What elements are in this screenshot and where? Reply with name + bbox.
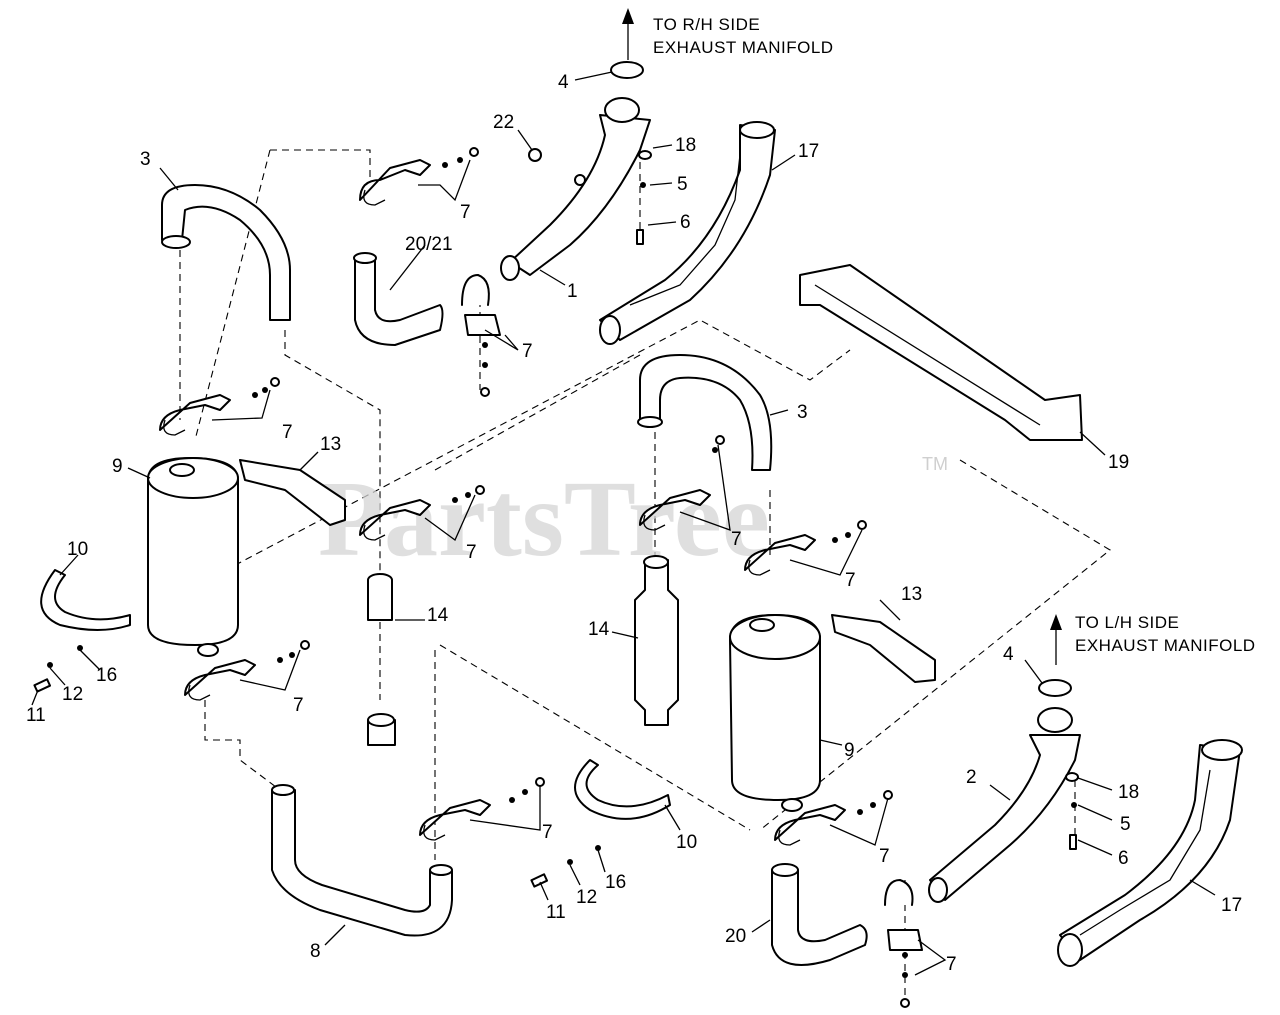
rh-manifold-arrow — [622, 8, 634, 60]
muffler-9-left — [147, 457, 239, 657]
callout-4: 4 — [558, 72, 569, 93]
callout-7: 7 — [522, 341, 533, 362]
gasket-lh — [1038, 679, 1072, 697]
callout-16: 16 — [96, 665, 117, 686]
callout-9: 9 — [844, 740, 855, 761]
callout-20-21: 20/21 — [405, 234, 453, 255]
callout-labels: 4 22 18 5 6 17 3 7 20/21 1 7 7 9 13 19 3… — [26, 72, 1242, 975]
callout-6: 6 — [680, 212, 691, 233]
pipe-14-left — [367, 573, 396, 746]
pipe-20 — [771, 869, 868, 966]
exhaust-pipe-2 — [928, 707, 1081, 903]
callout-17: 17 — [798, 141, 819, 162]
callout-5: 5 — [677, 174, 688, 195]
lh-manifold-note-line2: EXHAUST MANIFOLD — [1075, 636, 1256, 655]
exhaust-pipe-1 — [500, 97, 651, 281]
elbow-3-left-end — [161, 235, 191, 249]
bracket-13-right — [831, 614, 936, 683]
pipe-20-21-end — [353, 252, 377, 264]
callout-7: 7 — [731, 529, 742, 550]
callout-3: 3 — [797, 402, 808, 423]
pipe-8-end-a — [271, 784, 295, 796]
callout-12: 12 — [62, 684, 83, 705]
callout-13: 13 — [320, 434, 341, 455]
callout-1: 1 — [567, 281, 578, 302]
lh-manifold-note-line1: TO L/H SIDE — [1075, 613, 1179, 632]
callout-13: 13 — [901, 584, 922, 605]
callout-14: 14 — [427, 605, 449, 626]
callout-18: 18 — [1118, 782, 1139, 803]
callout-17: 17 — [1221, 895, 1242, 916]
strap-10-right — [574, 759, 671, 820]
callout-18: 18 — [675, 135, 696, 156]
u-bolt-clamps — [159, 159, 923, 951]
elbow-3-right-end — [637, 416, 663, 428]
strap-10-left — [40, 569, 131, 631]
callout-11: 11 — [546, 902, 566, 923]
callout-8: 8 — [310, 941, 321, 962]
watermark-text: PartsTree — [318, 460, 770, 579]
callout-22: 22 — [493, 112, 514, 133]
callout-20: 20 — [725, 926, 746, 947]
callout-11: 11 — [26, 705, 46, 726]
callout-2: 2 — [966, 767, 977, 788]
callout-6: 6 — [1118, 848, 1129, 869]
pipe-8 — [271, 789, 453, 937]
callout-10: 10 — [676, 832, 697, 853]
watermark-tm: TM — [922, 454, 948, 474]
callout-7: 7 — [293, 695, 304, 716]
bracket-13-left — [239, 459, 346, 526]
tailpipe-17-upper — [599, 121, 776, 345]
pipe-20-end — [771, 863, 799, 877]
leader-lines — [31, 71, 1216, 976]
gasket-rh — [610, 61, 644, 79]
tailpipe-17-lower — [1057, 739, 1243, 967]
assembly-guide-lines — [149, 149, 1111, 1000]
partstree-watermark: PartsTree TM — [318, 454, 948, 579]
elbow-pipe-3-left — [161, 184, 291, 321]
rh-manifold-note-line1: TO R/H SIDE — [653, 15, 760, 34]
callout-19: 19 — [1108, 452, 1129, 473]
pipe-14-right — [634, 555, 679, 726]
callout-14: 14 — [588, 619, 610, 640]
callout-4: 4 — [1003, 644, 1014, 665]
pipe-8-end-b — [429, 864, 453, 876]
callout-9: 9 — [112, 456, 123, 477]
rh-manifold-note-line2: EXHAUST MANIFOLD — [653, 38, 834, 57]
callout-7: 7 — [946, 954, 957, 975]
callout-12: 12 — [576, 887, 597, 908]
callout-7: 7 — [282, 422, 293, 443]
callout-7: 7 — [542, 822, 553, 843]
callout-7: 7 — [466, 542, 477, 563]
pipe-20-21 — [354, 259, 444, 346]
crossmember-19 — [799, 264, 1083, 441]
callout-7: 7 — [460, 202, 471, 223]
elbow-pipe-3-right — [639, 354, 773, 471]
callout-16: 16 — [605, 872, 626, 893]
callout-7: 7 — [845, 570, 856, 591]
lh-manifold-arrow — [1050, 614, 1062, 665]
callout-10: 10 — [67, 539, 88, 560]
callout-7: 7 — [879, 846, 890, 867]
callout-3: 3 — [140, 149, 151, 170]
callout-5: 5 — [1120, 814, 1131, 835]
muffler-9-right — [729, 614, 821, 812]
